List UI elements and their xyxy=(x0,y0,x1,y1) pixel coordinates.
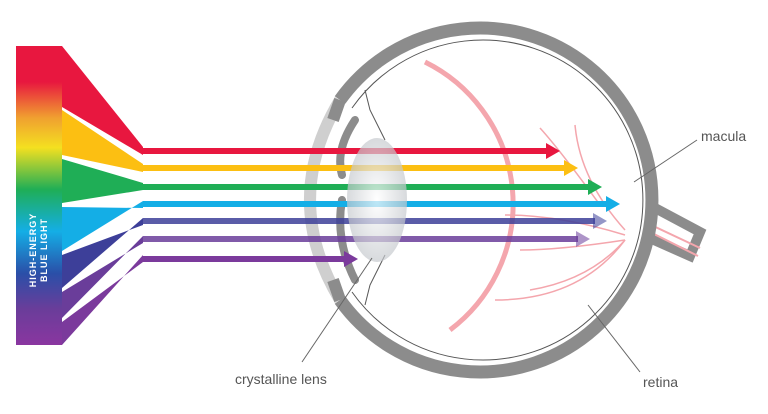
arrowhead-violet xyxy=(576,231,590,247)
fan-indigo xyxy=(62,218,143,288)
arrowhead-indigo xyxy=(593,213,607,229)
arrowhead-yellow xyxy=(564,160,578,176)
arrowhead-blue xyxy=(606,196,620,212)
sclera xyxy=(334,21,659,379)
fan-blue xyxy=(62,201,143,251)
retina-leader-line xyxy=(587,304,641,373)
arrowhead-red xyxy=(546,143,560,159)
fan-green xyxy=(62,159,143,203)
arrowhead-purple xyxy=(344,251,358,267)
lens-label: crystalline lens xyxy=(235,371,327,387)
retina-label: retina xyxy=(643,374,679,390)
fan-purple xyxy=(62,255,143,345)
eye xyxy=(304,21,707,379)
light-fans xyxy=(62,46,143,345)
spectrum-label: HIGH-ENERGY BLUE LIGHT xyxy=(28,213,50,288)
ray-purple xyxy=(143,256,346,262)
crystalline-lens xyxy=(347,138,407,262)
spectrum-label-line1: HIGH-ENERGY xyxy=(28,212,38,288)
fan-violet xyxy=(62,236,143,318)
spectrum-bar xyxy=(16,46,62,345)
spectrum-label-line2: BLUE LIGHT xyxy=(39,218,49,283)
ray-red xyxy=(143,148,548,154)
fan-red xyxy=(62,46,143,155)
fan-yellow xyxy=(62,110,143,172)
macula-leader-line xyxy=(633,139,698,183)
arrowhead-green xyxy=(588,179,602,195)
cornea xyxy=(304,96,346,304)
macula-label: macula xyxy=(701,128,747,144)
lens-leader-line xyxy=(301,257,373,363)
